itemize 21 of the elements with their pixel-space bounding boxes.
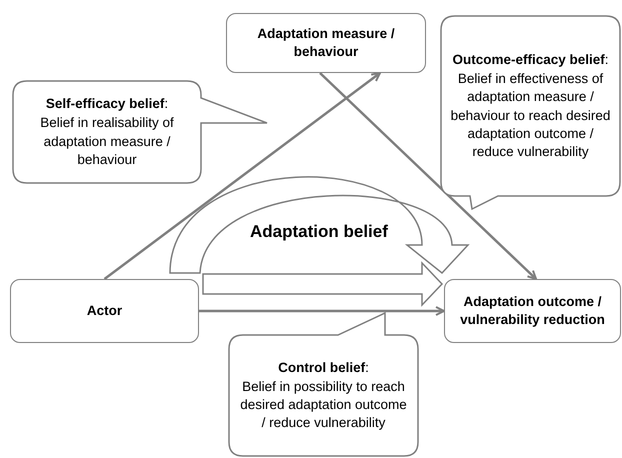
block-arrow (202, 261, 444, 307)
speech-bubble (228, 312, 419, 457)
speech-bubble (12, 80, 269, 184)
arrow (104, 72, 381, 280)
arrow (199, 306, 445, 316)
block-arrow (169, 176, 469, 274)
rounded-box (10, 279, 199, 343)
box-label: Adaptation outcome / vulnerability reduction (459, 293, 606, 329)
rounded-box (226, 13, 426, 73)
rounded-box (444, 279, 621, 343)
bubble-text: Belief in realisability of adaptation measure / behaviour (39, 114, 175, 169)
box-label: Adaptation measure / behaviour (256, 25, 396, 61)
diagram-label: Adaptation belief (250, 222, 388, 242)
bubble-heading: Outcome-efficacy belief: (452, 50, 609, 69)
arrow (319, 72, 538, 280)
speech-bubble (440, 15, 621, 211)
box-label: Actor (86, 302, 122, 320)
bubble-text: Belief in effectiveness of adaptation measure / behaviour to reach desired adaptation outcome / reduce vulnerability (450, 70, 612, 161)
bubble-heading: Self-efficacy belief: (46, 95, 168, 114)
bubble-text: Belief in possibility to reach desired adaptation outcome / reduce vulnerability (239, 378, 408, 432)
bubble-heading: Control belief: (278, 358, 369, 377)
